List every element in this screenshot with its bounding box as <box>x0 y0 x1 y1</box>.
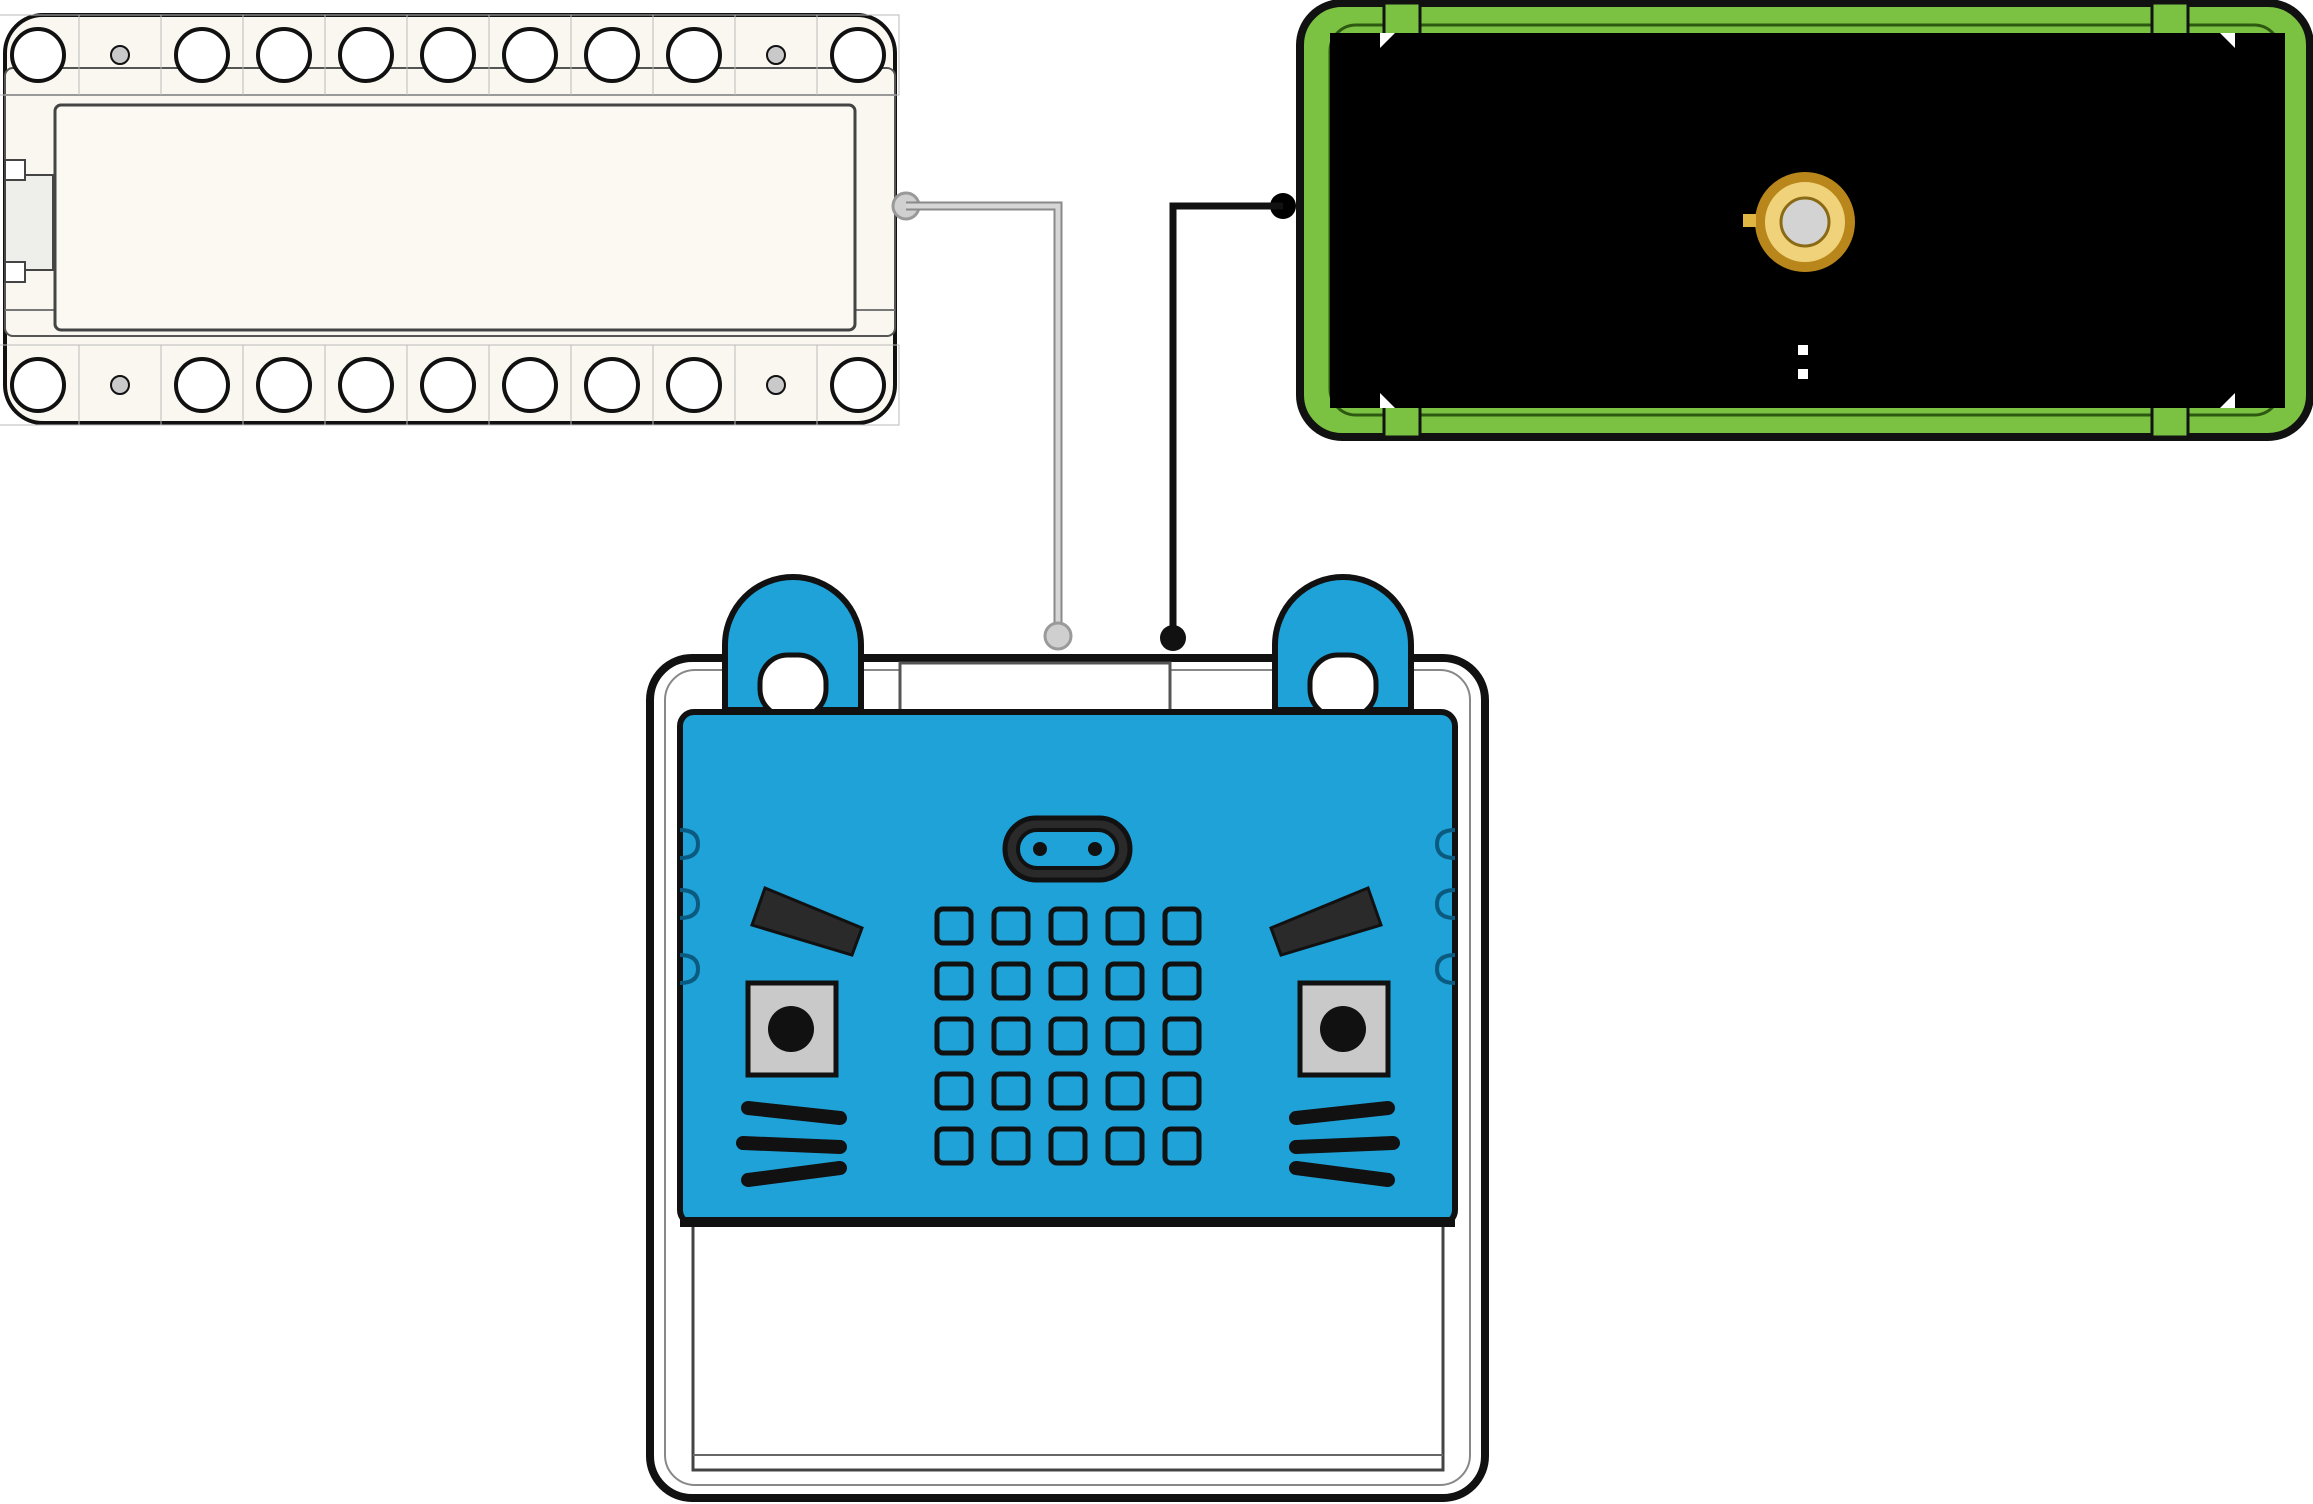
led-cell <box>1048 961 1088 1001</box>
board-mount-hole <box>10 357 66 413</box>
led-cell <box>1162 961 1202 1001</box>
board-mount-hole <box>830 27 886 83</box>
board-mount-hole <box>174 357 230 413</box>
board-mount-hole <box>256 357 312 413</box>
wire-extension-to-microbit <box>906 201 1073 651</box>
led-cell <box>934 1071 974 1111</box>
led-cell <box>934 1016 974 1056</box>
board-mount-hole <box>666 357 722 413</box>
led-cell <box>1105 1126 1145 1166</box>
wire-buzzer-to-microbit <box>1160 202 1283 651</box>
led-cell <box>1105 1071 1145 1111</box>
led-cell <box>934 906 974 946</box>
led-cell <box>1105 961 1145 1001</box>
left-whiskers <box>736 1101 847 1187</box>
module-mount-tab <box>1382 1 1422 39</box>
board-mount-hole <box>666 27 722 83</box>
right-eyebrow <box>1269 886 1383 957</box>
module-mount-tab <box>2150 1 2190 39</box>
microbit-case <box>646 574 1489 1502</box>
board-mount-hole <box>338 357 394 413</box>
led-cell <box>1105 906 1145 946</box>
led-cell <box>934 961 974 1001</box>
board-pin-hole <box>766 375 786 395</box>
module-mount-tab <box>1382 401 1422 439</box>
board-mount-hole <box>338 27 394 83</box>
board-holes-bottom <box>0 344 900 426</box>
led-cell <box>1048 1126 1088 1166</box>
led-cell <box>1048 906 1088 946</box>
board-mount-hole <box>420 27 476 83</box>
board-holes-top <box>0 14 900 96</box>
led-cell <box>991 1071 1031 1111</box>
board-mount-hole <box>502 27 558 83</box>
board-mount-hole <box>174 27 230 83</box>
led-cell <box>991 961 1031 1001</box>
board-pin-hole <box>110 45 130 65</box>
edge-connector-slot <box>898 661 1172 713</box>
module-pin-dot <box>1798 345 1808 355</box>
button-b[interactable] <box>1297 980 1391 1078</box>
board-label-area <box>53 103 857 332</box>
board-mount-hole <box>502 357 558 413</box>
buzzer-component <box>1743 172 1855 272</box>
led-cell <box>1162 1071 1202 1111</box>
led-cell <box>991 906 1031 946</box>
led-cell <box>1162 1126 1202 1166</box>
light-sensor-window <box>1002 815 1133 883</box>
board-mount-hole <box>256 27 312 83</box>
buzzer-module <box>1270 0 2313 441</box>
led-cell <box>1048 1016 1088 1056</box>
led-matrix <box>934 906 1202 1166</box>
led-cell <box>1105 1016 1145 1056</box>
board-mount-hole <box>10 27 66 83</box>
led-cell <box>1162 1016 1202 1056</box>
led-cell <box>1162 906 1202 946</box>
module-mount-tab <box>2150 401 2190 439</box>
extension-board <box>0 13 921 426</box>
button-a[interactable] <box>745 980 839 1078</box>
board-mount-hole <box>420 357 476 413</box>
led-cell <box>991 1126 1031 1166</box>
board-mount-hole <box>584 27 640 83</box>
module-pin-dot <box>1798 369 1808 379</box>
left-eyebrow <box>750 886 864 957</box>
led-cell <box>991 1016 1031 1056</box>
board-mount-hole <box>830 357 886 413</box>
led-cell <box>934 1126 974 1166</box>
right-whiskers <box>1289 1101 1400 1187</box>
led-cell <box>1048 1071 1088 1111</box>
board-pin-hole <box>766 45 786 65</box>
board-mount-hole <box>584 357 640 413</box>
board-pin-hole <box>110 375 130 395</box>
